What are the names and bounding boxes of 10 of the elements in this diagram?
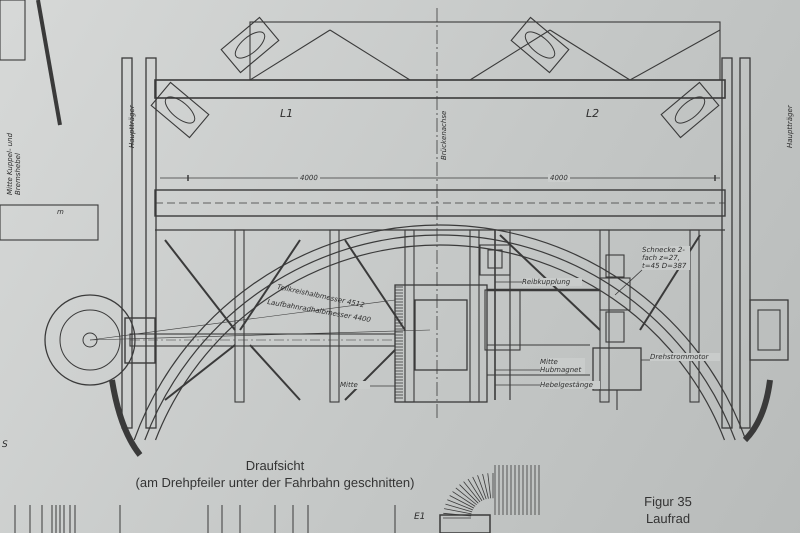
part-label: L2: [586, 110, 600, 118]
annotation-text: S: [2, 441, 8, 449]
drawing-caption: (am Drehpfeiler unter der Fahrbahn geschnitten): [134, 475, 416, 490]
leader-line: [494, 384, 540, 386]
drawing-title: Draufsicht: [244, 458, 306, 473]
part-label: L1: [280, 110, 294, 118]
figure-label: Laufrad: [644, 511, 692, 526]
leader-line: [614, 270, 642, 296]
annotation-text: E1: [414, 513, 426, 521]
figure-label: Figur 35: [643, 494, 693, 509]
